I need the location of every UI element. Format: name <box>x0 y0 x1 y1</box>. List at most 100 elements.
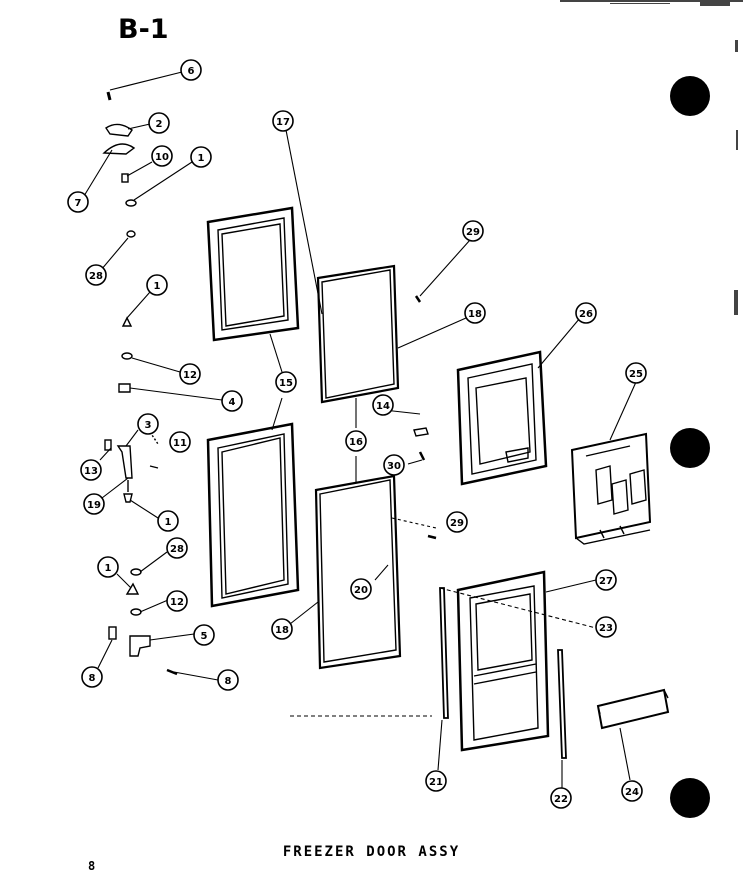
callout-label: 24 <box>625 787 639 798</box>
dispenser-bracket <box>570 432 652 545</box>
clip-part <box>123 493 133 503</box>
stop-part <box>104 439 112 451</box>
callout-label: 12 <box>183 370 197 381</box>
screw-part <box>427 534 437 540</box>
screw-part <box>149 465 159 469</box>
page-title: B-1 <box>118 14 169 45</box>
callout-label: 27 <box>599 576 613 587</box>
callout-24: 24 <box>621 780 643 802</box>
lower-hinge-part <box>129 635 151 657</box>
washer-part <box>130 608 142 616</box>
callout-label: 2 <box>156 119 163 130</box>
callout-8: 8 <box>81 666 103 688</box>
callout-label: 26 <box>579 309 593 320</box>
hinge-pin-part <box>121 316 133 327</box>
callout-label: 8 <box>89 673 96 684</box>
callout-23: 23 <box>595 616 617 638</box>
door-gasket-lower <box>314 474 402 670</box>
registration-dot <box>670 778 710 818</box>
callout-14: 14 <box>372 394 394 416</box>
pin-part <box>121 173 129 183</box>
scan-edge-noise <box>560 0 743 315</box>
hinge-cap-part <box>105 123 133 137</box>
washer-part <box>125 199 137 207</box>
callout-20: 20 <box>350 578 372 600</box>
callout-16: 16 <box>345 430 367 452</box>
callout-label: 1 <box>198 153 205 164</box>
callout-13: 13 <box>80 459 102 481</box>
callout-label: 10 <box>155 152 169 163</box>
callout-label: 22 <box>554 794 568 805</box>
callout-label: 30 <box>387 461 401 472</box>
callout-17: 17 <box>272 110 294 132</box>
callout-1: 1 <box>157 510 179 532</box>
washer-part <box>121 352 133 360</box>
freezer-outer-door <box>456 570 550 752</box>
bracket-part <box>116 445 133 479</box>
callout-label: 29 <box>450 518 464 529</box>
door-liner-lower <box>206 422 300 608</box>
callout-label: 23 <box>599 623 613 634</box>
callout-label: 6 <box>188 66 195 77</box>
door-shelf <box>596 688 670 730</box>
callout-21: 21 <box>425 770 447 792</box>
door-liner-upper <box>206 206 300 342</box>
callout-10: 10 <box>151 145 173 167</box>
callout-12: 12 <box>166 590 188 612</box>
callout-1: 1 <box>97 556 119 578</box>
callout-4: 4 <box>221 390 243 412</box>
callout-label: 3 <box>145 420 152 431</box>
callout-2: 2 <box>148 112 170 134</box>
handle-screw-part <box>418 451 426 461</box>
callout-label: 18 <box>275 625 289 636</box>
callout-26: 26 <box>575 302 597 324</box>
callout-19: 19 <box>83 493 105 515</box>
callout-label: 1 <box>154 281 161 292</box>
callout-30: 30 <box>383 454 405 476</box>
callout-label: 18 <box>468 309 482 320</box>
washer-part <box>130 568 142 576</box>
bushing-part <box>126 230 136 238</box>
callout-7: 7 <box>67 191 89 213</box>
door-inner-panel <box>456 350 548 486</box>
door-gasket-upper <box>316 264 400 404</box>
callout-18: 18 <box>271 618 293 640</box>
page-number: 8 <box>88 859 96 873</box>
callout-label: 28 <box>170 544 184 555</box>
callout-label: 14 <box>376 401 390 412</box>
door-trim-strip-right <box>557 649 567 759</box>
callout-label: 21 <box>429 777 443 788</box>
callout-label: 29 <box>466 227 480 238</box>
callout-27: 27 <box>595 569 617 591</box>
callout-18: 18 <box>464 302 486 324</box>
diagram-caption: FREEZER DOOR ASSY <box>282 844 461 860</box>
callout-label: 11 <box>173 438 187 449</box>
handle-cap-part <box>413 427 429 437</box>
callout-label: 17 <box>276 117 290 128</box>
callout-28: 28 <box>166 537 188 559</box>
callout-label: 19 <box>87 500 101 511</box>
callout-6: 6 <box>180 59 202 81</box>
stop-part <box>108 626 117 640</box>
callout-15: 15 <box>275 371 297 393</box>
callout-label: 20 <box>354 585 368 596</box>
callout-label: 12 <box>170 597 184 608</box>
callout-11: 11 <box>169 431 191 453</box>
callout-label: 25 <box>629 369 643 380</box>
callout-label: 13 <box>84 466 98 477</box>
callout-label: 8 <box>225 676 232 687</box>
callout-25: 25 <box>625 362 647 384</box>
leader-lines <box>83 71 637 788</box>
callout-label: 5 <box>201 631 208 642</box>
hinge-hardware-group <box>102 91 178 676</box>
center-hinge-part <box>118 383 131 393</box>
door-trim-strip-left <box>439 587 449 719</box>
callout-28: 28 <box>85 264 107 286</box>
screw-part <box>106 91 112 101</box>
spring-part <box>149 431 159 445</box>
callout-label: 15 <box>279 378 293 389</box>
callout-label: 4 <box>229 397 236 408</box>
screw-part <box>166 668 178 676</box>
callout-3: 3 <box>137 413 159 435</box>
callout-1: 1 <box>146 274 168 296</box>
